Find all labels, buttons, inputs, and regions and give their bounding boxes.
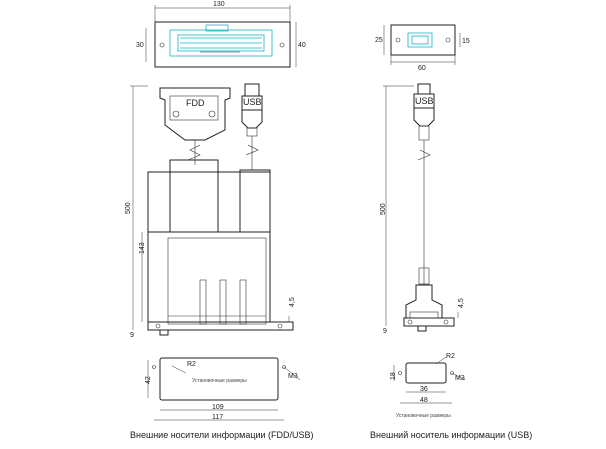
left-fdd-connector: FDD <box>159 87 231 165</box>
cut-left-109: 109 <box>212 404 224 411</box>
right-cutout-view: R2 M3 18 36 48 Установочные размеры <box>390 353 466 419</box>
right-bracket-body <box>403 284 455 332</box>
dim-60: 60 <box>418 65 426 72</box>
right-top-dimensions: 60 25 15 <box>375 25 470 72</box>
dim-500-right: 500 <box>380 203 387 215</box>
installed-left-label: Установочные размеры <box>192 378 247 384</box>
left-front-panel-view <box>154 21 291 68</box>
cut-right-48: 48 <box>420 397 428 404</box>
caption-left: Внешние носители информации (FDD/USB) <box>130 430 314 440</box>
dim-500-left: 500 <box>125 202 132 214</box>
caption-right: Внешний носитель информации (USB) <box>370 430 532 440</box>
left-bracket-body <box>147 159 294 336</box>
right-usb-plug: USB <box>413 83 435 285</box>
right-main-dimensions: 500 4,5 9 <box>380 85 465 335</box>
right-front-panel-view <box>390 24 456 56</box>
cut-right-18: 18 <box>390 372 397 380</box>
cut-left-r: R2 <box>187 361 196 368</box>
dim-30: 30 <box>136 42 144 49</box>
dim-130: 130 <box>213 1 225 8</box>
dim-9-left: 9 <box>130 332 134 339</box>
cut-right-36: 36 <box>420 386 428 393</box>
left-main-dimensions: 500 143 4,5 9 <box>125 85 296 339</box>
dim-45-right: 4,5 <box>458 298 465 308</box>
usb-left-label: USB <box>243 97 262 107</box>
dim-40: 40 <box>298 42 306 49</box>
cut-right-r: R2 <box>446 353 455 360</box>
dim-143: 143 <box>139 242 146 254</box>
dim-45-left: 4,5 <box>289 297 296 307</box>
dim-9-right: 9 <box>383 328 387 335</box>
installed-right-label: Установочные размеры <box>396 413 451 419</box>
fdd-label: FDD <box>186 98 205 108</box>
cut-left-m: M3 <box>288 373 298 380</box>
cut-left-117: 117 <box>212 414 223 421</box>
dim-25: 25 <box>375 37 383 44</box>
left-usb-plug: USB <box>241 83 263 170</box>
left-top-dimensions: 130 30 40 <box>136 1 306 67</box>
cut-left-42: 42 <box>145 376 152 384</box>
dim-15: 15 <box>462 38 470 45</box>
left-cutout-view: R2 M3 Установочные размеры 42 109 117 <box>145 357 301 421</box>
cut-right-m: M3 <box>455 375 465 382</box>
usb-right-label: USB <box>415 96 434 106</box>
